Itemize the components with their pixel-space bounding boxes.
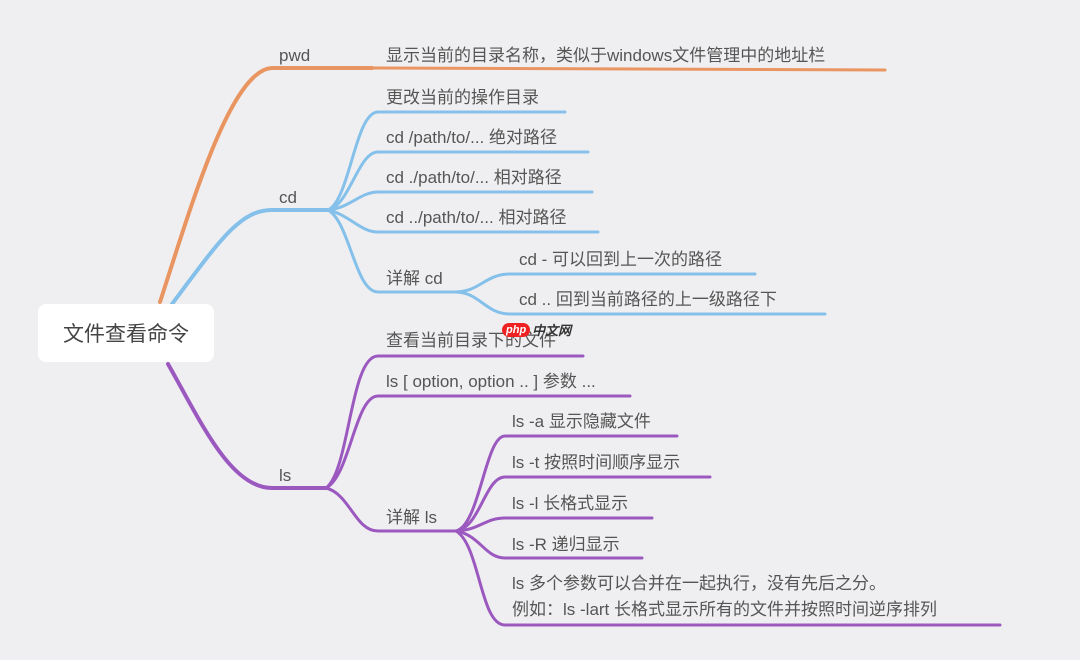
- node-cd-detail-child[interactable]: cd - 可以回到上一次的路径: [519, 250, 723, 269]
- node-ls-detail-child[interactable]: ls -a 显示隐藏文件: [512, 412, 651, 431]
- node-ls-child[interactable]: ls [ option, option .. ] 参数 ...: [386, 372, 596, 391]
- watermark-php: php: [502, 322, 531, 337]
- watermark-cn: 中文网: [532, 323, 572, 338]
- node-cd-child[interactable]: cd ./path/to/... 相对路径: [386, 168, 562, 187]
- node-cd-child[interactable]: cd ../path/to/... 相对路径: [386, 208, 567, 227]
- node-ls-detail-child[interactable]: ls -R 递归显示: [512, 535, 620, 554]
- node-cd-child[interactable]: 更改当前的操作目录: [386, 88, 539, 107]
- watermark-logo: php 中文网: [502, 320, 571, 339]
- root-node-label: 文件查看命令: [63, 323, 189, 346]
- cd-branch-lines: [170, 110, 827, 316]
- node-ls-detail-child[interactable]: ls 多个参数可以合并在一起执行，没有先后之分。: [512, 574, 886, 593]
- node-ls-detail-child[interactable]: 例如：ls -lart 长格式显示所有的文件并按照时间逆序排列: [512, 600, 937, 619]
- node-cd[interactable]: cd: [279, 188, 297, 207]
- root-node[interactable]: 文件查看命令: [38, 304, 214, 362]
- node-ls-detail[interactable]: 详解 ls: [386, 508, 437, 527]
- node-pwd-desc[interactable]: 显示当前的目录名称，类似于windows文件管理中的地址栏: [386, 46, 826, 65]
- node-ls-detail-child[interactable]: ls -l 长格式显示: [512, 494, 629, 513]
- node-cd-detail[interactable]: 详解 cd: [386, 269, 443, 288]
- node-cd-detail-child[interactable]: cd .. 回到当前路径的上一级路径下: [519, 290, 777, 309]
- node-ls[interactable]: ls: [279, 466, 292, 485]
- node-ls-detail-child[interactable]: ls -t 按照时间顺序显示: [512, 453, 681, 472]
- node-pwd[interactable]: pwd: [279, 46, 311, 65]
- pwd-branch-lines: [158, 66, 887, 304]
- ls-branch-lines: [166, 354, 1002, 627]
- node-cd-child[interactable]: cd /path/to/... 绝对路径: [386, 128, 558, 147]
